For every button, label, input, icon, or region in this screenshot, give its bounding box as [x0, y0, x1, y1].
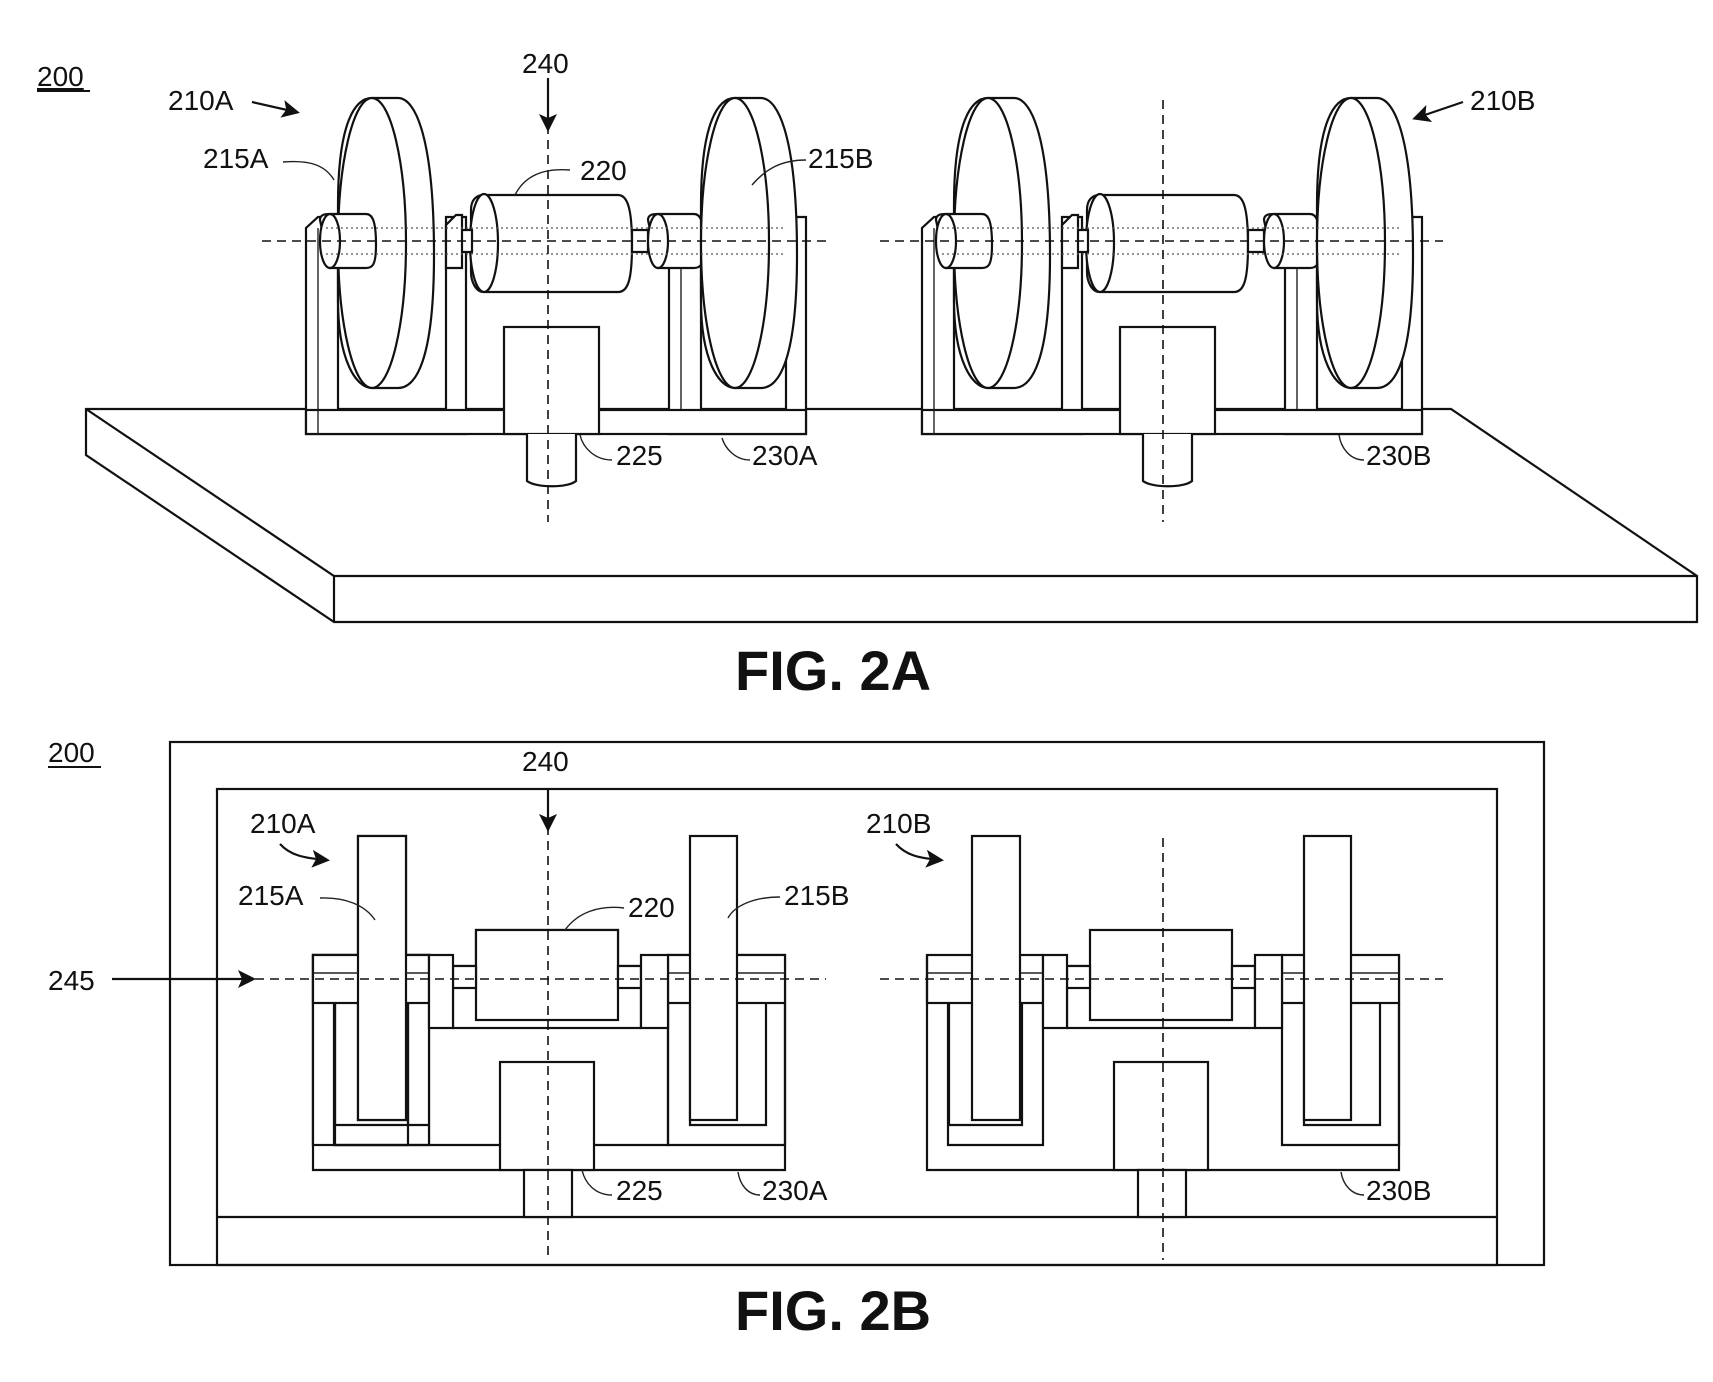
label-225: 225: [616, 1175, 663, 1206]
leader-230b: [1340, 1171, 1365, 1196]
leader-215b: [727, 896, 781, 919]
arrow-210b: [1412, 100, 1464, 123]
label-225: 225: [616, 440, 663, 471]
label-210a: 210A: [168, 85, 234, 116]
label-210a: 210A: [250, 808, 316, 839]
label-230a: 230A: [762, 1175, 828, 1206]
leader-215b: [751, 159, 807, 186]
leader-230b: [1338, 434, 1365, 461]
label-220: 220: [580, 155, 627, 186]
label-215b: 215B: [808, 143, 873, 174]
label-230b: 230B: [1366, 1175, 1431, 1206]
leader-220: [514, 168, 571, 196]
figure-title: FIG. 2B: [735, 1279, 931, 1342]
label-230a: 230A: [752, 440, 818, 471]
leader-225: [581, 1169, 613, 1196]
assembly-210b: [920, 96, 1424, 488]
arrow-210a: [279, 843, 330, 868]
figure-number-label: 200: [37, 61, 84, 92]
platform-base: [84, 407, 1699, 624]
arrow-210b: [895, 843, 944, 868]
label-230b: 230B: [1366, 440, 1431, 471]
label-240: 240: [522, 746, 569, 777]
label-210b: 210B: [866, 808, 931, 839]
leader-215a: [319, 897, 376, 921]
figure-2a: 200 240 210A 210B 215A 215B 220 225 230A…: [37, 48, 1699, 702]
label-220: 220: [628, 892, 675, 923]
label-215a: 215A: [238, 880, 304, 911]
figure-number-label: 200: [48, 737, 95, 768]
leader-230a: [721, 437, 751, 461]
assembly-210a: [304, 96, 808, 488]
label-215a: 215A: [203, 143, 269, 174]
leader-230a: [737, 1171, 761, 1196]
label-245: 245: [48, 965, 95, 996]
label-215b: 215B: [784, 880, 849, 911]
leader-225: [579, 434, 613, 461]
assembly-210a-side: [311, 834, 787, 1219]
label-210b: 210B: [1470, 85, 1535, 116]
figure-2b: 200: [48, 737, 1546, 1342]
arrow-210a: [251, 100, 300, 118]
leader-215a: [282, 160, 335, 181]
leader-220: [564, 906, 625, 931]
enclosure-inner: [215, 787, 1499, 1267]
label-240: 240: [522, 48, 569, 79]
figure-title: FIG. 2A: [735, 639, 931, 702]
